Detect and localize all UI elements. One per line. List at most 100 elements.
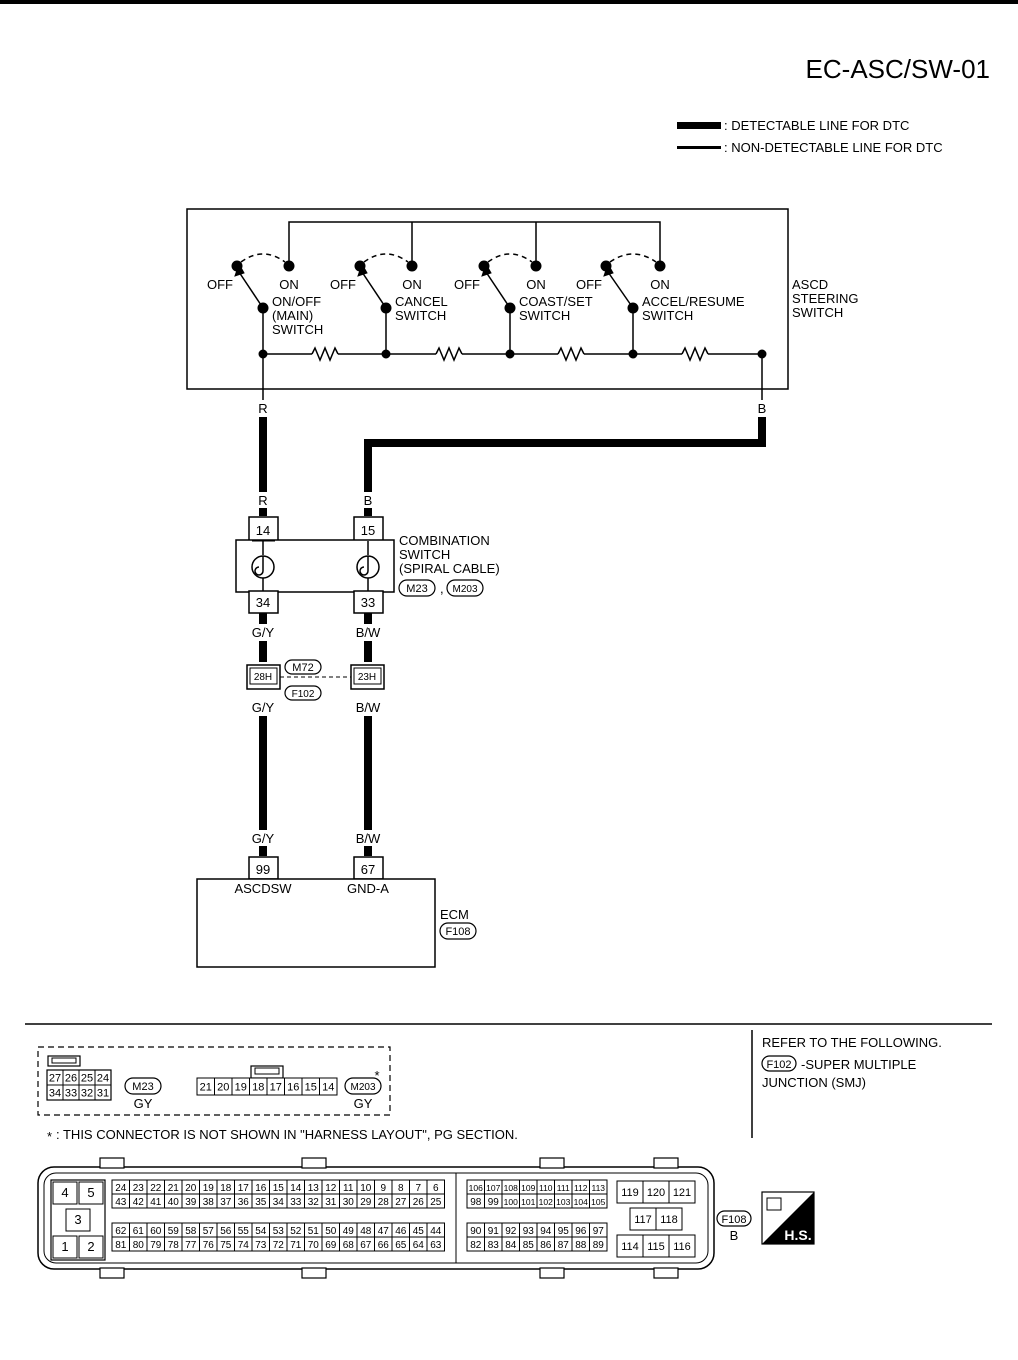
ecm-conn-cell	[655, 1207, 683, 1231]
ecm-conn-pin: 95	[558, 1226, 570, 1237]
resistor-1	[311, 346, 339, 362]
bus-junction-dot	[628, 349, 638, 359]
ascd-steering-switch	[186, 208, 789, 390]
ecm-conn-pin: 26	[413, 1197, 425, 1208]
ecm-conn-pin: 34	[273, 1197, 285, 1208]
ecm-conn-cell	[65, 1208, 91, 1232]
ecm-conn-pin: 79	[150, 1240, 162, 1251]
harness-wires	[259, 389, 766, 856]
ecm-conn-pin: 58	[185, 1226, 197, 1237]
switch-name-label: COAST/SET	[519, 294, 593, 309]
ecm-conn-pin: 67	[360, 1240, 372, 1251]
ecm-conn-pin: 97	[593, 1226, 605, 1237]
wire-label-bw-comb: B/W	[356, 625, 381, 640]
spiral-right-path	[359, 556, 369, 576]
latch-top-4	[653, 1157, 679, 1169]
ecm-conn-pin: 101	[521, 1197, 535, 1207]
legend-non-detectable: : NON-DETECTABLE LINE FOR DTC	[724, 140, 943, 155]
ecm-conn-f108: F108	[445, 926, 470, 938]
wire-label-b-top: B	[758, 401, 767, 416]
ecm-conn-pin: 38	[203, 1197, 215, 1208]
switch-name-label: SWITCH	[272, 322, 323, 337]
f108-color: B	[730, 1228, 739, 1243]
ecm-conn-pin: 43	[115, 1197, 127, 1208]
ecm-conn-pin: 11	[343, 1183, 354, 1194]
ecm-conn-pin: 49	[343, 1226, 355, 1237]
switch-on-contact	[283, 260, 295, 272]
switch-off-label: OFF	[454, 277, 480, 292]
ecm-conn-pin: 28	[378, 1197, 390, 1208]
ecm-conn-pin: 72	[273, 1240, 285, 1251]
ecm-conn-pin: 60	[150, 1226, 162, 1237]
ecm-conn-pin: 17	[238, 1183, 250, 1194]
ecm-conn-pin: 27	[395, 1197, 407, 1208]
bus-junction-dot-right	[757, 349, 767, 359]
switch-lever-arrow	[357, 262, 368, 277]
switch-name-label: SWITCH	[519, 308, 570, 323]
ecm-conn-cell	[426, 1236, 445, 1252]
ecm-conn-pin: 21	[168, 1183, 180, 1194]
wire-label-gy-junc: G/Y	[252, 700, 275, 715]
ecm-conn-pin: 115	[647, 1241, 665, 1253]
latch-bot-3	[539, 1267, 565, 1279]
ecm-conn-pin: 92	[505, 1226, 517, 1237]
wire-label-r-top: R	[258, 401, 267, 416]
ecm-conn-pin: 4	[61, 1185, 68, 1200]
ecm-conn-pin: 111	[557, 1183, 570, 1193]
switch-on-label: ON	[526, 277, 546, 292]
ecm-conn-pin: 76	[203, 1240, 215, 1251]
ecm-conn-pin: 112	[574, 1183, 588, 1193]
ecm-conn-pin: 25	[430, 1197, 442, 1208]
ecm-conn-pin: 83	[488, 1240, 500, 1251]
ecm-conn-pin: 29	[360, 1197, 372, 1208]
ecm-conn-pin: 5	[87, 1185, 94, 1200]
ecm-conn-pin: 91	[488, 1226, 500, 1237]
comb-pin-34: 34	[256, 595, 270, 610]
ecm-conn-pin: 22	[150, 1183, 162, 1194]
ecm-conn-cell	[78, 1181, 104, 1205]
ecm-conn-pin: 20	[185, 1183, 197, 1194]
steering-label-1: ASCD	[792, 277, 828, 292]
junc-pin-28h: 28H	[254, 672, 272, 683]
wire-label-gy-comb: G/Y	[252, 625, 275, 640]
wire-b-thick	[364, 417, 766, 492]
m203-id: M203	[350, 1082, 375, 1093]
ecm-conn-pin: 87	[558, 1240, 570, 1251]
switch-lever	[607, 271, 634, 309]
ecm-conn-pin: 104	[574, 1197, 588, 1207]
ecm-conn-pin: 40	[168, 1197, 180, 1208]
refer-conn: F102	[766, 1059, 791, 1071]
ecm-conn-pin: 113	[591, 1183, 605, 1193]
refer-line-1: REFER TO THE FOLLOWING.	[762, 1035, 942, 1050]
ecm-conn-pin: 37	[220, 1197, 232, 1208]
m23-cell	[94, 1084, 112, 1101]
ecm-conn-pin: 59	[168, 1226, 180, 1237]
switch-lever-arrow	[234, 262, 245, 277]
latch-bot-4	[653, 1267, 679, 1279]
ecm-conn-pin: 117	[634, 1214, 652, 1226]
comb-pin-14: 14	[256, 523, 270, 538]
ecm-label: ECM	[440, 907, 469, 922]
hs-icon: H.S.	[761, 1191, 815, 1245]
resistor-2	[435, 346, 463, 362]
wire-label-bw-junc: B/W	[356, 700, 381, 715]
spiral-left-path	[254, 556, 264, 576]
m203-pin: 21	[200, 1082, 212, 1094]
m23-pin: 27	[49, 1073, 61, 1085]
ecm-conn-pin: 89	[593, 1240, 605, 1251]
wire-label-gy-ecm: G/Y	[252, 831, 275, 846]
m203-star: *	[374, 1068, 379, 1083]
ecm-conn-pin: 64	[413, 1240, 425, 1251]
switch-on-contact	[530, 260, 542, 272]
hs-icon-text: H.S.	[784, 1227, 811, 1243]
ecm-block1-frame	[50, 1179, 106, 1261]
ecm-conn-pin: 93	[523, 1226, 535, 1237]
ecm-conn-pin: 10	[360, 1183, 372, 1194]
ecm-conn-pin: 36	[238, 1197, 250, 1208]
ecm-conn-pin: 69	[325, 1240, 337, 1251]
ecm-conn-pin: 32	[308, 1197, 320, 1208]
ecm-conn-pin: 3	[74, 1212, 81, 1227]
ecm-conn-pin: 12	[325, 1183, 337, 1194]
ecm-conn-pin: 41	[150, 1197, 162, 1208]
